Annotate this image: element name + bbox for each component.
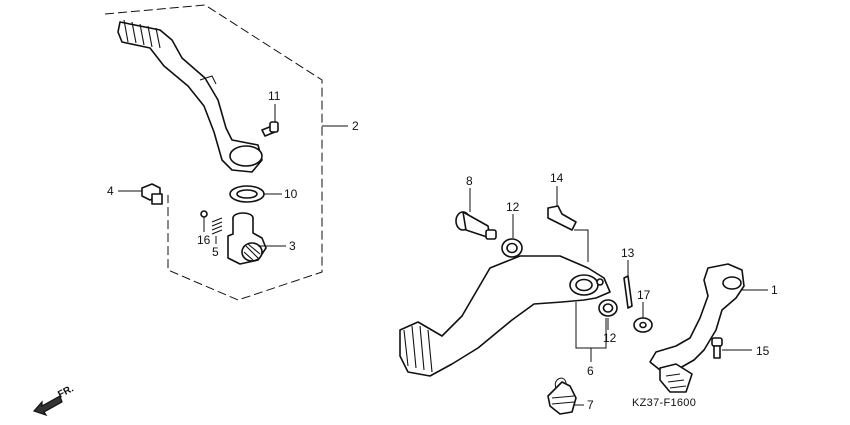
callout-8: 8 xyxy=(466,174,473,188)
washer-17[interactable] xyxy=(633,317,653,333)
callout-3: 3 xyxy=(289,239,296,253)
cotter-pin-13[interactable] xyxy=(623,275,633,309)
leader-lines xyxy=(118,104,768,406)
callout-14: 14 xyxy=(550,171,564,185)
callout-5: 5 xyxy=(212,245,219,259)
callout-15: 15 xyxy=(756,344,770,358)
kick-starter-boss[interactable] xyxy=(227,212,267,265)
callout-12-lower: 12 xyxy=(603,331,617,345)
washer-10[interactable] xyxy=(229,185,265,203)
callout-12-upper: 12 xyxy=(506,200,520,214)
front-direction-label: FR. xyxy=(56,383,76,400)
ball-16[interactable] xyxy=(200,210,208,218)
callout-4: 4 xyxy=(107,184,114,198)
front-direction-arrow: FR. xyxy=(32,383,76,417)
return-spring-7[interactable] xyxy=(547,377,577,415)
brake-pedal[interactable] xyxy=(399,255,611,377)
gearshift-pedal[interactable] xyxy=(649,263,745,393)
stopper-pin-14[interactable] xyxy=(547,205,577,231)
callout-13: 13 xyxy=(621,246,635,260)
diagram-code: KZ37-F1600 xyxy=(632,397,696,409)
bolt-4[interactable] xyxy=(141,183,163,205)
callout-2: 2 xyxy=(352,119,359,133)
bolt-11[interactable] xyxy=(261,121,279,137)
callout-6: 6 xyxy=(587,364,594,378)
kick-starter-arm[interactable] xyxy=(117,19,263,173)
pivot-bolt-8[interactable] xyxy=(455,211,497,240)
kick-starter-assembly-boundary xyxy=(104,4,323,301)
callout-11: 11 xyxy=(268,89,281,103)
callout-16: 16 xyxy=(197,233,211,247)
callout-7: 7 xyxy=(587,398,594,412)
seal-12-lower[interactable] xyxy=(598,299,618,317)
bolt-15[interactable] xyxy=(711,337,723,359)
callout-1: 1 xyxy=(771,283,778,297)
callout-17: 17 xyxy=(637,288,651,302)
spring-5[interactable] xyxy=(211,217,223,235)
callout-10: 10 xyxy=(284,187,298,201)
seal-12-upper[interactable] xyxy=(501,238,523,258)
